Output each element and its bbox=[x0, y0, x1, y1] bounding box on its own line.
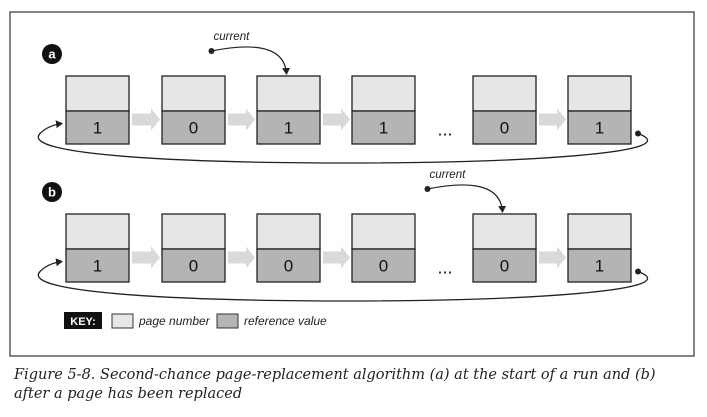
reference-value-cell bbox=[161, 110, 226, 145]
next-frame-arrow bbox=[228, 246, 255, 269]
current-label: current bbox=[430, 169, 467, 181]
key-badge bbox=[64, 312, 102, 329]
panel-a: a 1 0 1 1 0 1... current bbox=[37, 31, 648, 164]
reference-value-cell bbox=[256, 248, 321, 283]
reference-value-cell bbox=[472, 248, 537, 283]
page-number-cell bbox=[256, 75, 321, 112]
reference-value: 0 bbox=[500, 119, 509, 138]
next-frame-arrow bbox=[539, 246, 566, 269]
reference-value: 0 bbox=[284, 257, 293, 276]
reference-value: 1 bbox=[93, 119, 102, 138]
page-frame: 1 bbox=[256, 75, 321, 145]
next-frame-arrow bbox=[539, 108, 566, 131]
page-number-cell bbox=[567, 213, 632, 250]
reference-value: 1 bbox=[379, 119, 388, 138]
wraparound-start-dot bbox=[635, 268, 641, 275]
current-label: current bbox=[214, 31, 251, 43]
panel-badge bbox=[42, 182, 62, 202]
key-item-reference-value: reference value bbox=[244, 314, 327, 328]
panel-b: b 1 0 0 0 0 1... current bbox=[37, 169, 648, 302]
ellipsis: ... bbox=[437, 258, 452, 278]
reference-value: 1 bbox=[93, 257, 102, 276]
reference-value: 0 bbox=[189, 119, 198, 138]
figure-caption: Figure 5-8. Second-chance page-replaceme… bbox=[14, 367, 656, 402]
reference-value-cell bbox=[65, 110, 130, 145]
page-number-cell bbox=[256, 213, 321, 250]
next-frame-arrow bbox=[228, 108, 255, 131]
page-number-cell bbox=[65, 213, 130, 250]
page-number-cell bbox=[351, 213, 416, 250]
reference-value-cell bbox=[472, 110, 537, 145]
next-frame-arrow bbox=[132, 108, 160, 131]
page-frame: 1 bbox=[567, 75, 632, 145]
page-number-cell bbox=[472, 75, 537, 112]
page-number-cell bbox=[161, 213, 226, 250]
page-frame: 1 bbox=[351, 75, 416, 145]
reference-value: 1 bbox=[284, 119, 293, 138]
wraparound-arrow bbox=[37, 258, 648, 302]
page-frame: 0 bbox=[161, 75, 226, 145]
key-swatch-reference-value bbox=[216, 313, 239, 329]
ellipsis: ... bbox=[437, 120, 452, 140]
current-pointer-arrow bbox=[211, 46, 291, 75]
reference-value: 0 bbox=[379, 257, 388, 276]
reference-value-cell bbox=[65, 248, 130, 283]
panel-label: a bbox=[48, 47, 56, 62]
wraparound-arrow bbox=[37, 120, 648, 164]
reference-value: 0 bbox=[500, 257, 509, 276]
wraparound-start-dot bbox=[635, 130, 641, 137]
reference-value: 0 bbox=[189, 257, 198, 276]
page-number-cell bbox=[567, 75, 632, 112]
next-frame-arrow bbox=[132, 246, 160, 269]
reference-value-cell bbox=[351, 248, 416, 283]
next-frame-arrow bbox=[323, 108, 350, 131]
page-frame: 0 bbox=[472, 213, 537, 283]
page-number-cell bbox=[472, 213, 537, 250]
reference-value-cell bbox=[567, 110, 632, 145]
figure-frame bbox=[9, 11, 695, 357]
page-frame: 0 bbox=[256, 213, 321, 283]
reference-value-cell bbox=[256, 110, 321, 145]
reference-value-cell bbox=[351, 110, 416, 145]
key-legend: KEY: page number reference value bbox=[64, 312, 327, 329]
page-frame: 1 bbox=[65, 213, 130, 283]
page-frame: 1 bbox=[65, 75, 130, 145]
page-number-cell bbox=[161, 75, 226, 112]
page-number-cell bbox=[65, 75, 130, 112]
page-frame: 1 bbox=[567, 213, 632, 283]
reference-value: 1 bbox=[595, 257, 604, 276]
page-frame: 0 bbox=[161, 213, 226, 283]
reference-value-cell bbox=[567, 248, 632, 283]
page-frame: 0 bbox=[351, 213, 416, 283]
page-number-cell bbox=[351, 75, 416, 112]
reference-value: 1 bbox=[595, 119, 604, 138]
page-frame: 0 bbox=[472, 75, 537, 145]
panel-label: b bbox=[48, 185, 56, 200]
reference-value-cell bbox=[161, 248, 226, 283]
next-frame-arrow bbox=[323, 246, 350, 269]
key-label: KEY: bbox=[70, 316, 95, 328]
current-pointer-arrow bbox=[427, 184, 507, 213]
panel-badge bbox=[42, 44, 62, 64]
key-swatch-page-number bbox=[111, 313, 134, 329]
key-item-page-number: page number bbox=[138, 314, 211, 328]
